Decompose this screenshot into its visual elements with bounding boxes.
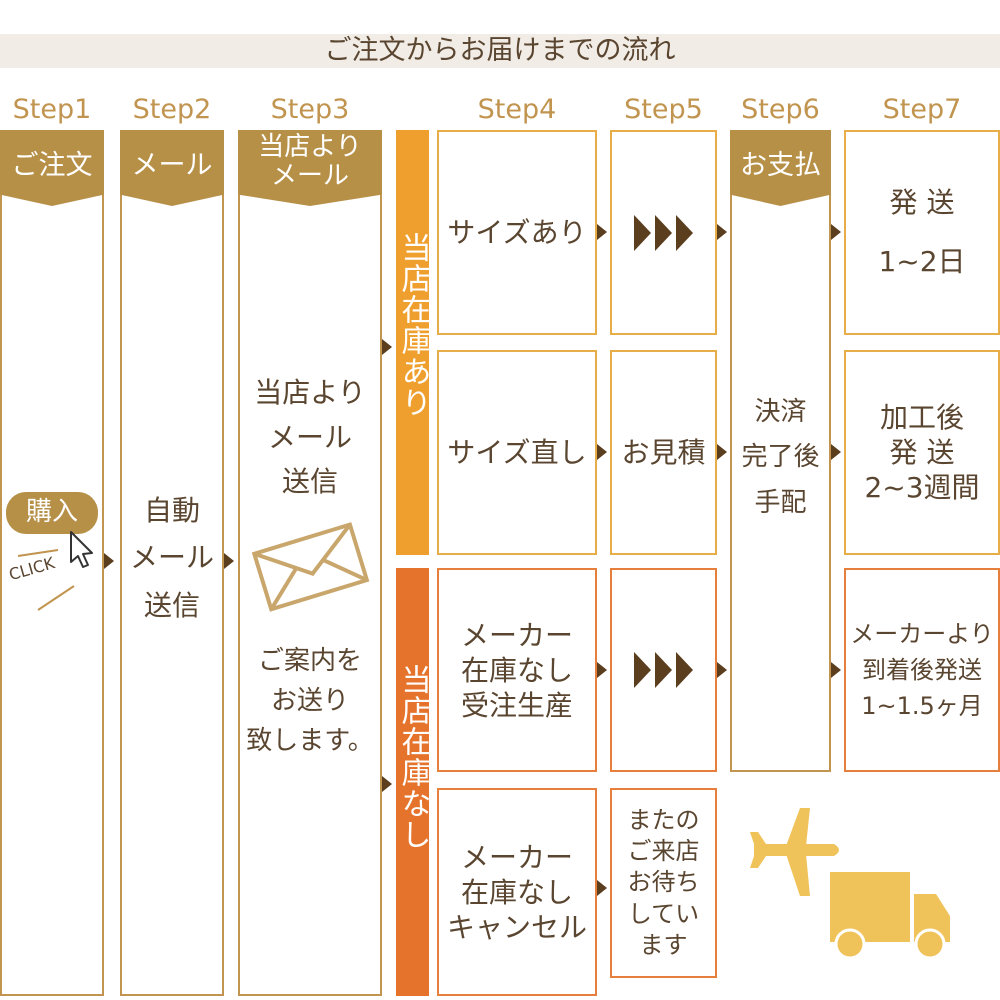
- step4-size-alteration: サイズ直し: [437, 350, 597, 555]
- arrow-icon: [831, 662, 841, 678]
- step7-ship-1-1.5-months: メーカーより 到着後発送 1~1.5ヶ月: [844, 568, 1000, 772]
- arrow-icon: [597, 880, 607, 896]
- payment-text: 決済 完了後 手配: [730, 388, 831, 528]
- ship-months-line-3: 1~1.5ヶ月: [861, 692, 983, 720]
- arrow-icon: [597, 444, 607, 460]
- ship-1-2-line-2: 1~2日: [878, 244, 966, 278]
- out-of-stock-label: 当店在庫なし: [395, 664, 431, 850]
- purchase-button[interactable]: 購入: [6, 492, 98, 534]
- out-of-stock-bar: 当店在庫なし: [395, 568, 431, 996]
- step-label-6: Step6: [741, 94, 820, 125]
- auto-mail-line-3: 送信: [143, 588, 200, 622]
- maker-order-line-1: メーカー: [460, 618, 573, 652]
- step-label-3: Step3: [270, 94, 350, 125]
- truck-icon: [830, 872, 950, 960]
- step3-header-line-1: 当店より: [258, 132, 362, 163]
- size-available-label: サイズあり: [447, 216, 587, 249]
- arrow-icon: [597, 662, 607, 678]
- visit-again-line-3: お待ち: [627, 868, 700, 897]
- step-label-2: Step2: [132, 94, 212, 125]
- cursor-icon: [17, 531, 93, 611]
- step6-header-label: お支払: [740, 149, 821, 181]
- auto-mail-text: 自動 メール 送信: [120, 488, 224, 628]
- step6-header: お支払: [730, 130, 831, 206]
- ship-months-line-2: 到着後発送: [862, 656, 982, 684]
- estimate-label: お見積: [621, 436, 706, 469]
- step-label-5: Step5: [624, 94, 703, 125]
- step7-ship-1-2-days: 発 送 1~2日: [844, 130, 1000, 335]
- payment-line-2: 完了後: [741, 442, 820, 473]
- maker-cancel-line-2: 在庫なし: [460, 875, 573, 909]
- step3-header-line-2: メール: [270, 161, 349, 191]
- auto-mail-line-2: メール: [129, 541, 214, 575]
- step4-maker-order: メーカー 在庫なし 受注生産: [437, 568, 597, 772]
- maker-order-line-3: 受注生産: [460, 688, 573, 722]
- arrow-icon: [717, 662, 727, 678]
- step2-column: [120, 130, 224, 996]
- in-stock-label: 当店在庫あり: [395, 232, 431, 418]
- arrow-icon: [597, 224, 607, 240]
- step-label-4: Step4: [477, 94, 557, 125]
- arrow-icon: [634, 652, 651, 688]
- ship-1-2-line-1: 発 送: [889, 185, 955, 219]
- visit-again-line-4: してい: [627, 899, 700, 928]
- maker-cancel-line-3: キャンセル: [446, 910, 587, 944]
- guide-note-line-2: お送り: [270, 685, 349, 716]
- arrow-icon: [831, 444, 841, 460]
- step1-header-label: ご注文: [11, 149, 93, 181]
- step3-header: 当店より メール: [238, 130, 382, 206]
- step4-maker-cancel: メーカー 在庫なし キャンセル: [437, 788, 597, 996]
- arrow-icon: [382, 776, 392, 792]
- step5-visit-again: またの ご来店 お待ち してい ます: [610, 788, 717, 978]
- arrow-icon: [224, 553, 234, 569]
- step4-size-available: サイズあり: [437, 130, 597, 335]
- step7-ship-2-3-weeks: 加工後 発 送 2~3週間: [844, 350, 1000, 555]
- arrow-icon: [655, 652, 672, 688]
- ship-2-3-line-2: 発 送: [889, 436, 955, 469]
- arrow-icon: [676, 214, 693, 251]
- step2-header: メール: [120, 130, 224, 206]
- guide-note-line-1: ご案内を: [257, 645, 362, 676]
- auto-mail-line-1: 自動: [143, 493, 200, 527]
- visit-again-line-5: ます: [639, 930, 688, 959]
- step-label-1: Step1: [12, 94, 92, 125]
- shop-mail-line-3: 送信: [281, 465, 338, 499]
- shop-mail-line-2: メール: [267, 420, 352, 454]
- ship-2-3-line-1: 加工後: [879, 401, 964, 434]
- arrow-icon: [717, 444, 727, 460]
- arrow-icon: [655, 214, 672, 251]
- shop-mail-line-1: 当店より: [254, 375, 366, 409]
- ship-2-3-line-3: 2~3週間: [864, 471, 980, 504]
- in-stock-bar: 当店在庫あり: [395, 130, 431, 555]
- guide-note-line-3: 致します。: [246, 726, 374, 757]
- arrow-icon: [717, 224, 727, 240]
- arrow-icon: [382, 339, 392, 355]
- step-label-7: Step7: [882, 94, 962, 125]
- arrow-icon: [676, 652, 693, 688]
- envelope-icon: [251, 522, 370, 612]
- size-alteration-label: サイズ直し: [447, 436, 587, 469]
- payment-line-3: 手配: [754, 487, 807, 518]
- visit-again-line-2: ご来店: [627, 837, 700, 866]
- arrow-icon: [831, 224, 841, 240]
- step5-row1-arrows: [610, 130, 717, 335]
- arrow-icon: [634, 214, 651, 251]
- maker-cancel-line-1: メーカー: [460, 840, 573, 874]
- payment-line-1: 決済: [754, 396, 807, 427]
- visit-again-line-1: またの: [627, 806, 700, 835]
- step2-header-label: メール: [131, 149, 213, 181]
- ship-months-line-1: メーカーより: [850, 620, 994, 648]
- maker-order-line-2: 在庫なし: [460, 653, 573, 687]
- shop-mail-text: 当店より メール 送信: [238, 368, 382, 508]
- step5-estimate: お見積: [610, 350, 717, 555]
- page-title: ご注文からお届けまでの流れ: [0, 34, 1000, 68]
- step1-header: ご注文: [0, 130, 104, 206]
- airplane-icon: [750, 808, 839, 896]
- guide-note: ご案内を お送り 致します。: [238, 636, 382, 766]
- arrow-icon: [104, 553, 114, 569]
- step5-row3-arrows: [610, 568, 717, 772]
- step6-column: [730, 130, 831, 772]
